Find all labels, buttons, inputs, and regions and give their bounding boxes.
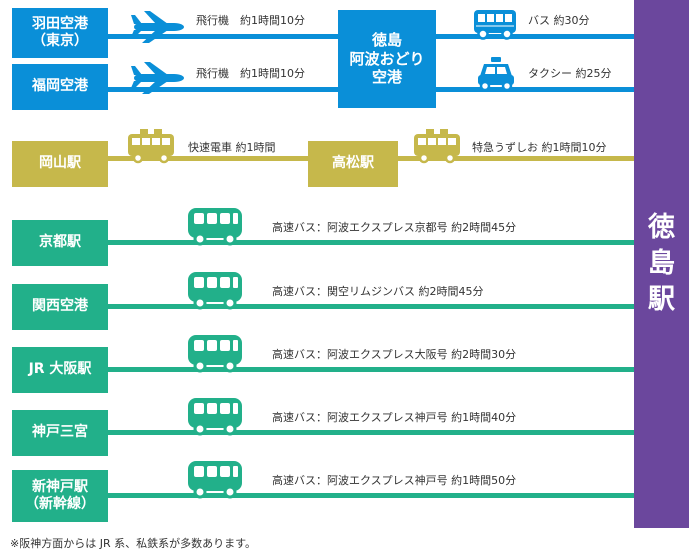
route-line-takamatsu [398, 156, 634, 161]
origin-label: 関西空港 [32, 298, 88, 315]
origin-kobe-sannomiya: 神戸三宮 [12, 410, 108, 456]
route-label-airport-bus: バス 約30分 [528, 14, 590, 27]
route-line-shinkobe [108, 493, 634, 498]
destination-char: 島 [648, 248, 675, 279]
route-line-kyoto [108, 240, 634, 245]
origin-label: JR 大阪駅 [28, 361, 92, 378]
origin-label: 神戸三宮 [32, 424, 88, 441]
hub-label: 空港 [371, 68, 402, 87]
highway-bus-icon [188, 398, 242, 436]
hub-takamatsu-station: 高松駅 [308, 141, 398, 187]
route-label-kansai: 高速バス：関空リムジンバス 約2時間45分 [272, 285, 484, 298]
route-line-okayama [108, 156, 308, 161]
hub-label: 徳島 [371, 30, 402, 49]
highway-bus-icon [188, 272, 242, 310]
origin-fukuoka-airport: 福岡空港 [12, 64, 108, 110]
destination-char: 駅 [648, 284, 675, 315]
highway-bus-icon [188, 335, 242, 373]
origin-label: （東京） [32, 33, 88, 49]
route-label-takamatsu: 特急うずしお 約1時間10分 [472, 141, 607, 154]
footnote: ※阪神方面からは JR 系、私鉄系が多数あります。 [10, 537, 256, 550]
route-line-haneda [108, 34, 338, 39]
hub-label: 高松駅 [332, 155, 374, 172]
route-line-airport-taxi [436, 87, 634, 92]
origin-label: 羽田空港 [32, 15, 88, 32]
highway-bus-icon [188, 208, 242, 246]
highway-bus-icon [188, 461, 242, 499]
airplane-icon [131, 11, 184, 43]
hub-tokushima-airport: 徳島 阿波おどり 空港 [338, 10, 436, 108]
route-line-osaka [108, 367, 634, 372]
origin-label: 岡山駅 [39, 155, 81, 172]
route-label-haneda: 飛行機 約1時間10分 [196, 14, 305, 27]
origin-kansai-airport: 関西空港 [12, 284, 108, 330]
train-icon [128, 129, 174, 164]
destination-tokushima-station: 徳 島 駅 [634, 0, 689, 528]
origin-jr-osaka-station: JR 大阪駅 [12, 347, 108, 393]
route-label-sannomiya: 高速バス：阿波エクスプレス神戸号 約1時間40分 [272, 411, 517, 424]
route-label-airport-taxi: タクシー 約25分 [528, 67, 612, 80]
route-line-fukuoka [108, 87, 338, 92]
route-label-okayama: 快速電車 約1時間 [188, 141, 276, 154]
hub-label: 阿波おどり [349, 49, 425, 68]
route-label-shinkobe: 高速バス：阿波エクスプレス神戸号 約1時間50分 [272, 474, 517, 487]
route-line-airport-bus [436, 34, 634, 39]
origin-label: 福岡空港 [32, 78, 88, 95]
route-line-kansai [108, 304, 634, 309]
train-icon [414, 129, 460, 164]
origin-haneda-airport: 羽田空港 （東京） [12, 8, 108, 58]
route-label-osaka: 高速バス：阿波エクスプレス大阪号 約2時間30分 [272, 348, 517, 361]
route-label-fukuoka: 飛行機 約1時間10分 [196, 67, 305, 80]
origin-label: 京都駅 [39, 234, 81, 251]
bus-icon [474, 10, 516, 40]
destination-char: 徳 [648, 212, 675, 243]
origin-kyoto-station: 京都駅 [12, 220, 108, 266]
route-label-kyoto: 高速バス：阿波エクスプレス京都号 約2時間45分 [272, 221, 517, 234]
origin-shin-kobe-station: 新神戸駅 （新幹線） [12, 470, 108, 522]
airplane-icon [131, 62, 184, 94]
taxi-icon [478, 57, 514, 92]
route-line-sannomiya [108, 430, 634, 435]
origin-label: 新神戸駅 [32, 478, 88, 495]
origin-label: （新幹線） [25, 496, 95, 512]
origin-okayama-station: 岡山駅 [12, 141, 108, 187]
